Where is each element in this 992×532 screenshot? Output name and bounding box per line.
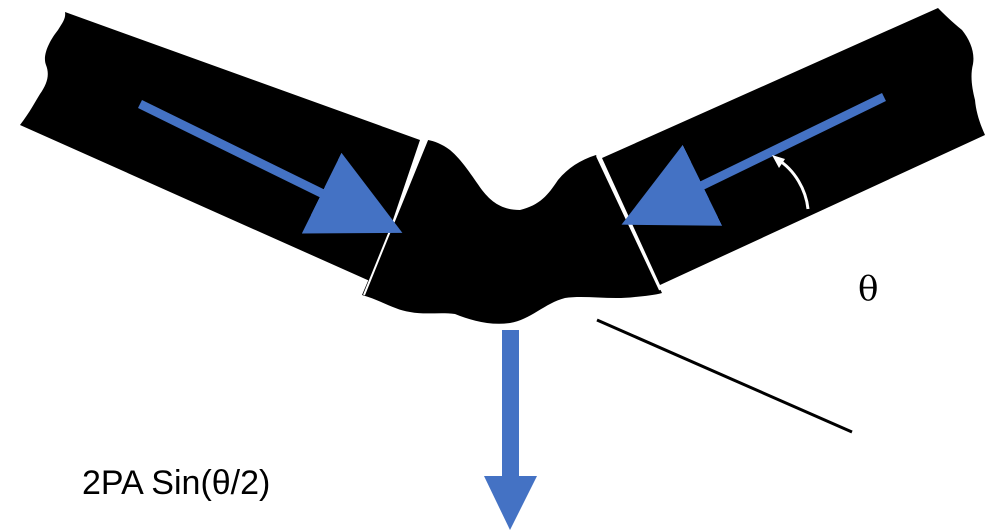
resultant-arrow-shaft	[502, 330, 519, 476]
right-pipe-segment	[602, 8, 985, 285]
resultant-force-label: 2PA Sin(θ/2)	[82, 464, 271, 502]
angle-label: θ	[858, 269, 879, 309]
left-force-arrow	[138, 99, 403, 234]
buckled-joint	[362, 140, 662, 324]
reference-line	[596, 318, 853, 434]
angle-arc-arrowhead	[772, 155, 785, 168]
right-force-arrow	[621, 92, 886, 226]
resultant-arrow-head	[484, 476, 537, 530]
